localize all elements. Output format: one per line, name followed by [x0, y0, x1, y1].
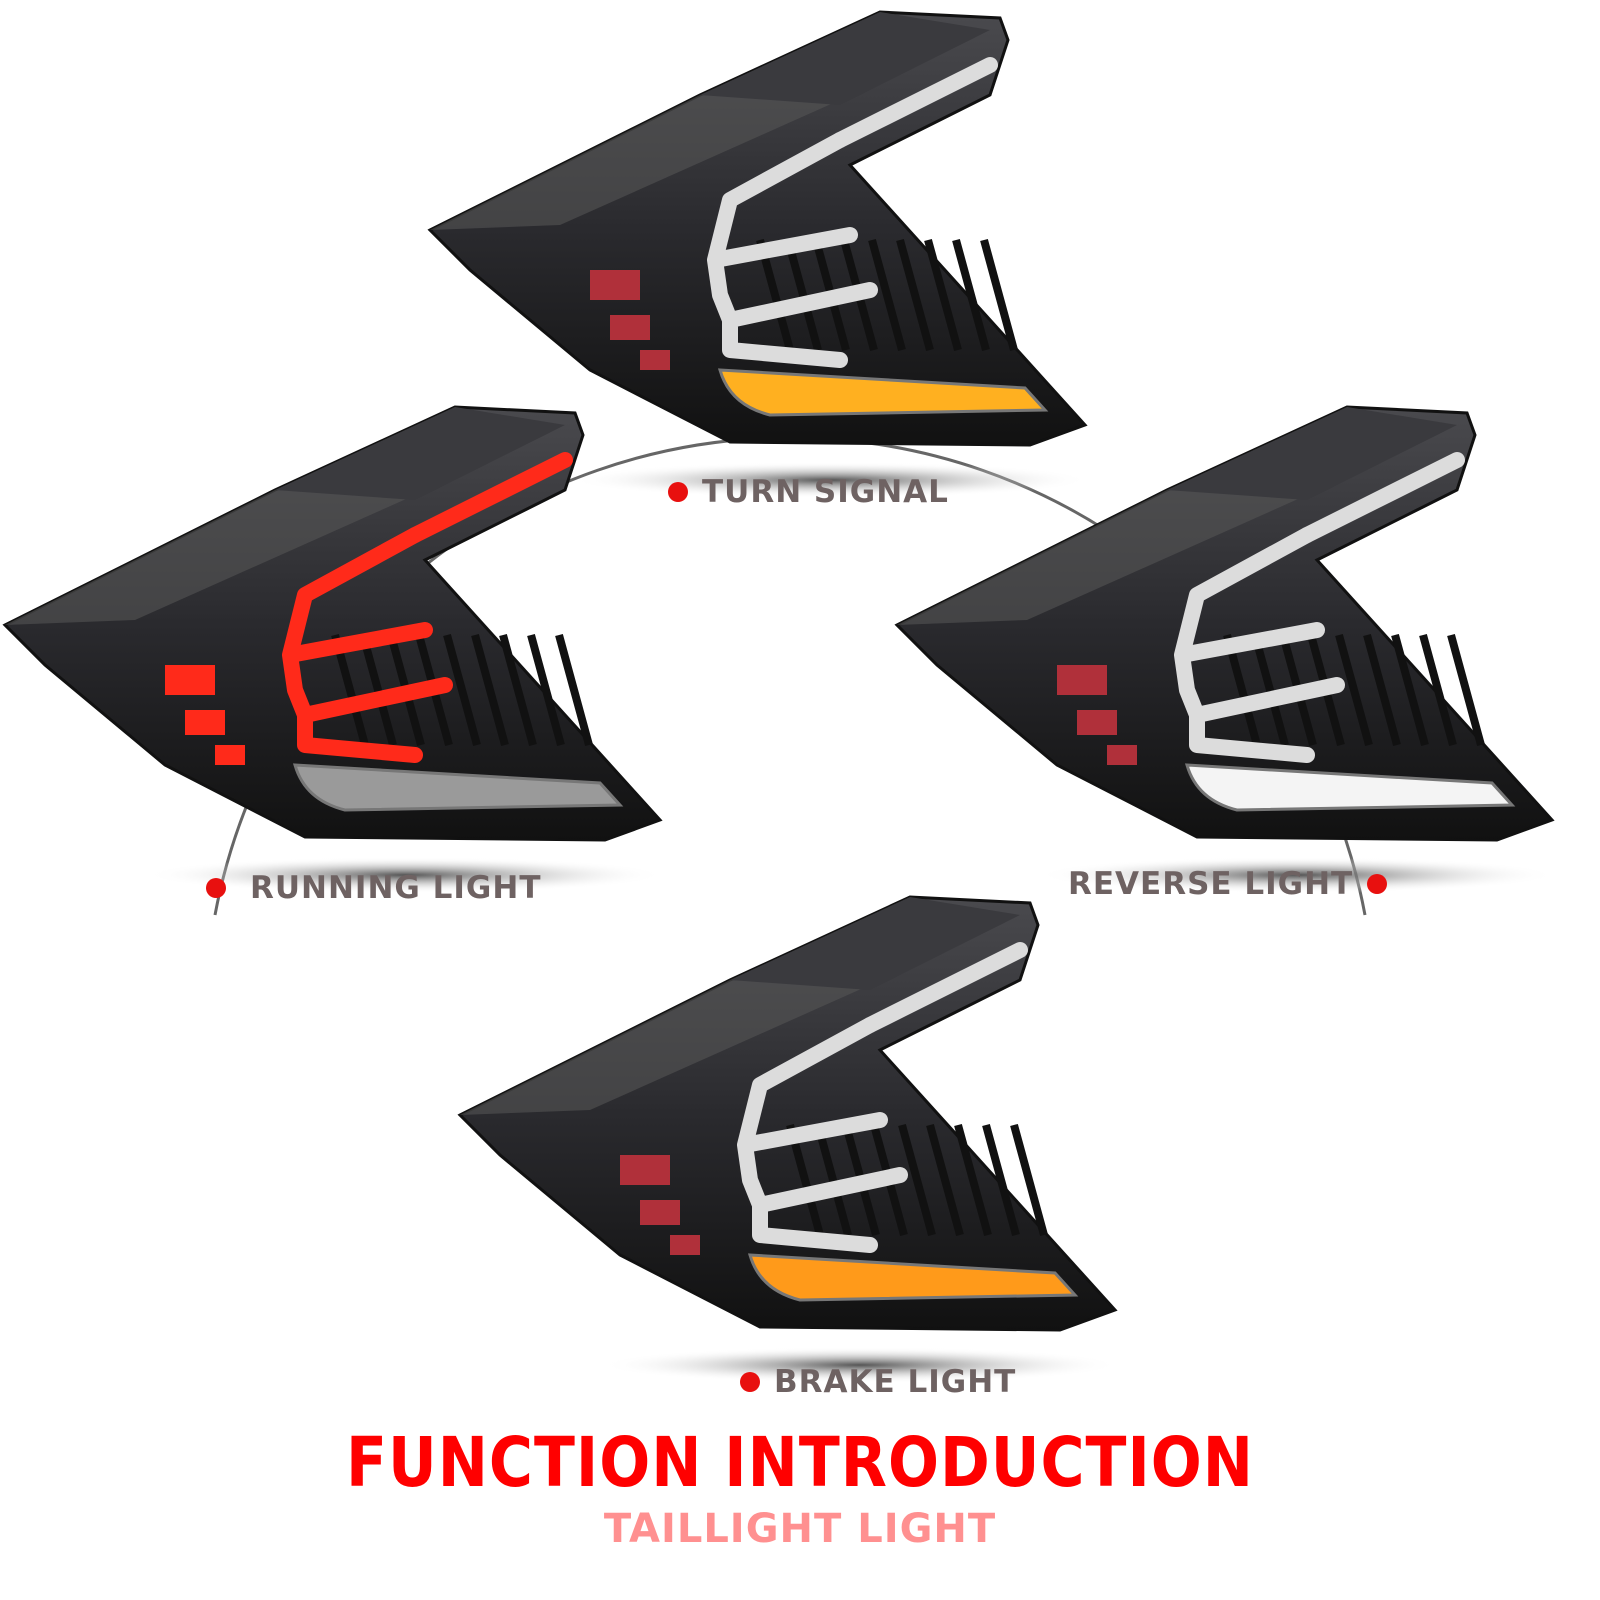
louvre	[471, 633, 509, 747]
side-marker	[640, 1200, 680, 1225]
bullet-dot-icon	[740, 1372, 760, 1392]
louvre	[1363, 633, 1401, 747]
louvre	[359, 633, 397, 747]
label-running-light: RUNNING LIGHT	[206, 870, 541, 906]
label-brake-light: BRAKE LIGHT	[740, 1364, 1016, 1400]
bullet-dot-icon	[1367, 874, 1388, 894]
louvre	[924, 238, 962, 352]
side-marker	[1107, 745, 1137, 765]
louvre	[1391, 633, 1429, 747]
label-text: TURN SIGNAL	[702, 474, 949, 510]
trunk-light-bar	[1299, 452, 1465, 543]
bottom-light-strip	[292, 763, 624, 812]
light-bar	[707, 132, 878, 368]
louvre	[1010, 1123, 1048, 1237]
light-bar	[282, 527, 453, 763]
louvre	[954, 1123, 992, 1237]
louvre	[982, 1123, 1020, 1237]
label-text: BRAKE LIGHT	[774, 1364, 1017, 1400]
light-bar	[737, 1017, 908, 1253]
louvre	[926, 1123, 964, 1237]
bottom-light-strip	[717, 368, 1049, 417]
side-marker	[1057, 665, 1107, 695]
trunk-lamp	[730, 897, 1020, 990]
louvre	[555, 633, 593, 747]
label-reverse-light: REVERSE LIGHT	[1068, 866, 1388, 902]
label-text: REVERSE LIGHT	[1068, 866, 1354, 902]
floor-shadow	[600, 1347, 1120, 1383]
lamp-top-face	[430, 95, 840, 230]
bottom-light-strip	[747, 1253, 1079, 1302]
trunk-light-bar	[862, 942, 1028, 1033]
louvre	[527, 633, 565, 747]
trunk-lamp	[700, 12, 990, 105]
louvre	[1335, 633, 1373, 747]
page-title: FUNCTION INTRODUCTION	[345, 1422, 1255, 1504]
louvre	[898, 1123, 936, 1237]
taillight-running	[2, 405, 665, 893]
label-turn-signal: TURN SIGNAL	[668, 474, 949, 510]
louvre	[952, 238, 990, 352]
side-marker	[185, 710, 225, 735]
taillight-brake	[457, 895, 1120, 1383]
bullet-dot-icon	[206, 878, 226, 898]
louvre	[499, 633, 537, 747]
trunk-lamp	[1167, 407, 1457, 500]
lamp-top-face	[460, 980, 870, 1115]
bullet-dot-icon	[668, 482, 688, 502]
louvre	[1419, 633, 1457, 747]
side-marker	[215, 745, 245, 765]
side-marker	[620, 1155, 670, 1185]
side-marker	[590, 270, 640, 300]
trunk-light-bar	[407, 452, 573, 543]
side-marker	[670, 1235, 700, 1255]
louvre	[1447, 633, 1485, 747]
lamp-top-face	[5, 490, 415, 625]
floor-shadow	[145, 857, 665, 893]
light-bar	[1174, 527, 1345, 763]
trunk-lamp	[275, 407, 565, 500]
side-marker	[640, 350, 670, 370]
louvre	[868, 238, 906, 352]
taillight-reverse	[894, 405, 1557, 893]
floor-shadow	[570, 462, 1090, 498]
louvre	[784, 238, 822, 352]
louvre	[1251, 633, 1289, 747]
louvre	[980, 238, 1018, 352]
lamp-top-face	[897, 490, 1307, 625]
floor-shadow	[1037, 857, 1557, 893]
louvre	[896, 238, 934, 352]
trunk-light-bar	[832, 57, 998, 148]
label-text: RUNNING LIGHT	[250, 870, 542, 906]
page-subtitle: TAILLIGHT LIGHT	[603, 1506, 997, 1552]
louvre	[814, 1123, 852, 1237]
side-marker	[610, 315, 650, 340]
side-marker	[165, 665, 215, 695]
louvre	[443, 633, 481, 747]
taillight-turn	[427, 10, 1090, 498]
side-marker	[1077, 710, 1117, 735]
bottom-light-strip	[1184, 763, 1516, 812]
